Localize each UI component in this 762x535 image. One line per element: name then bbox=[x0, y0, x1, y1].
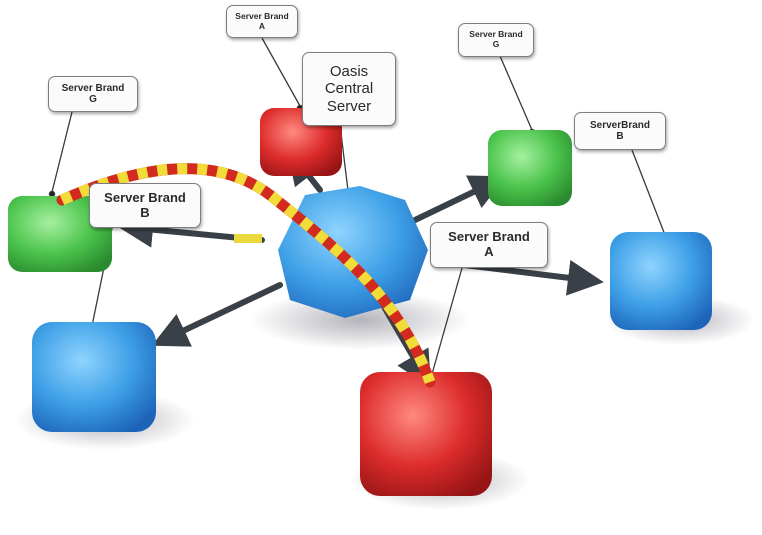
label-center-right-red: Server Brand A bbox=[430, 222, 548, 268]
label-top-left-green: Server Brand G bbox=[48, 76, 138, 112]
label-left-blue: Server Brand B bbox=[89, 183, 201, 228]
label-line2: A bbox=[484, 244, 494, 259]
label-line2: Central Server bbox=[324, 80, 374, 115]
server-top-right-green bbox=[488, 130, 572, 206]
cable-segment bbox=[234, 234, 262, 243]
label-top-right-green: Server Brand G bbox=[458, 23, 534, 57]
shadow bbox=[250, 290, 470, 350]
arrow-to-left-blue bbox=[151, 282, 283, 347]
label-line1: Server Brand bbox=[235, 10, 289, 21]
server-left-green bbox=[8, 196, 112, 272]
label-central-server: Oasis Central Server bbox=[302, 52, 396, 126]
label-line2: B bbox=[616, 131, 624, 142]
label-line1: ServerBrand bbox=[589, 119, 651, 131]
arrow-to-top-green bbox=[412, 175, 507, 223]
label-line1: Oasis bbox=[329, 63, 369, 81]
server-bottom-red bbox=[360, 372, 492, 496]
label-top-center-red: Server Brand A bbox=[226, 5, 298, 38]
server-left-blue bbox=[32, 322, 156, 432]
label-line1: Server Brand bbox=[448, 229, 530, 245]
label-line2: G bbox=[89, 94, 97, 105]
label-line2: G bbox=[492, 39, 500, 49]
server-central-blue bbox=[278, 186, 428, 318]
label-line1: Server Brand bbox=[469, 29, 523, 40]
label-line1: Server Brand bbox=[104, 189, 186, 205]
label-line2: A bbox=[258, 20, 266, 31]
label-line2: B bbox=[140, 204, 150, 220]
server-right-blue bbox=[610, 232, 712, 330]
label-line1: Server Brand bbox=[61, 82, 125, 94]
striped-cable bbox=[56, 163, 436, 388]
label-right-blue: ServerBrand B bbox=[574, 112, 666, 150]
